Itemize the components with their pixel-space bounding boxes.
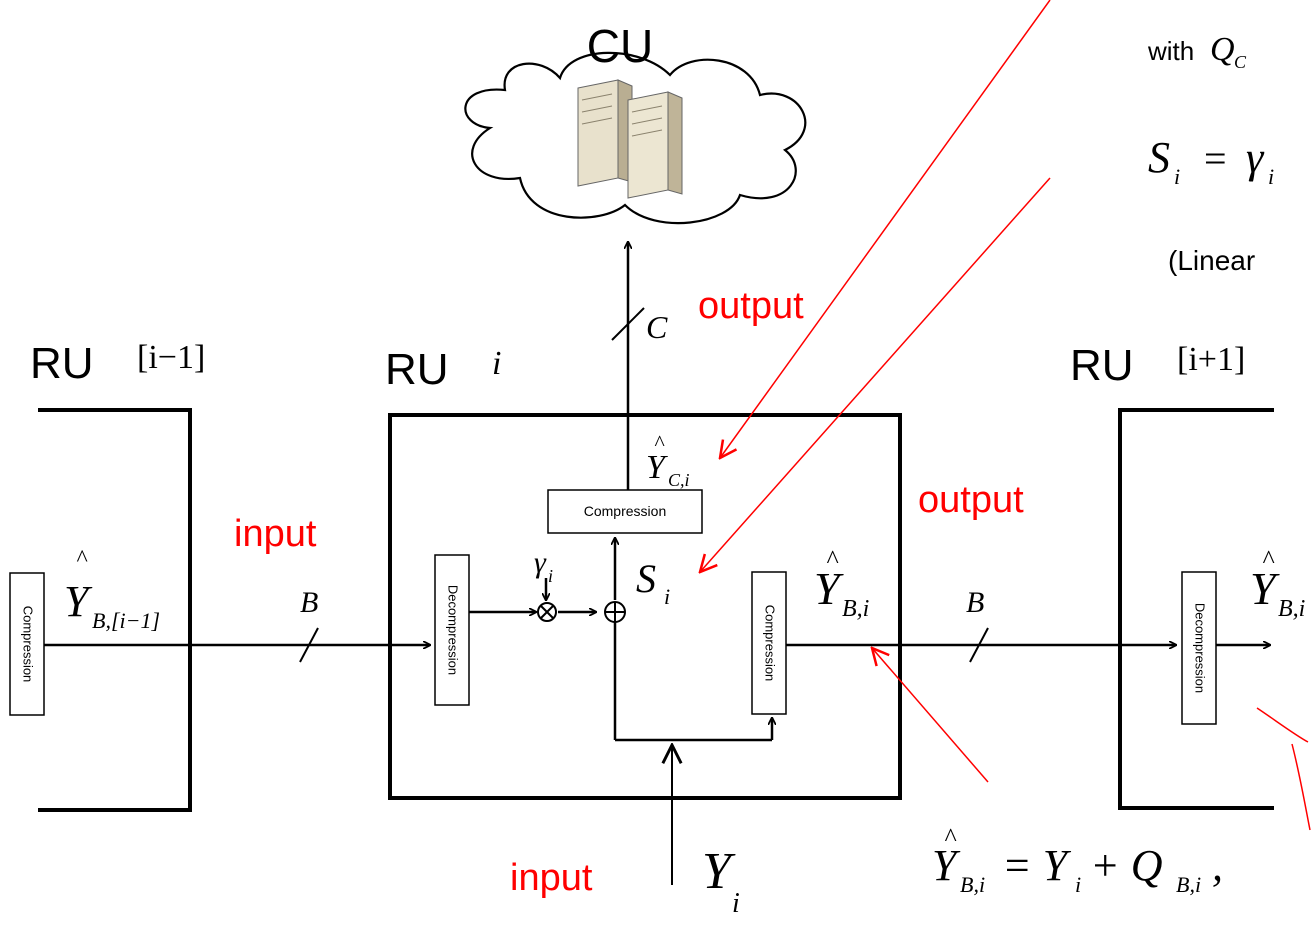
svg-text:i: i [732, 888, 740, 919]
ru-right-index: [i+1] [1177, 341, 1245, 378]
output-top-label: output [698, 285, 804, 327]
svg-text:B,[i−1]: B,[i−1] [92, 608, 160, 633]
left-link-capacity: B [300, 586, 318, 619]
svg-text:^: ^ [826, 545, 839, 574]
server-icon [577, 79, 683, 199]
svg-text:γ: γ [1246, 133, 1265, 182]
signal-lines [44, 242, 1270, 742]
ru-center-index: i [492, 345, 501, 382]
signal-yb: ^ Y B,i [814, 545, 869, 622]
input-bottom-label: input [510, 857, 593, 899]
svg-text:S: S [636, 556, 656, 601]
svg-text:i: i [1174, 164, 1180, 189]
svg-text:B,i: B,i [1278, 596, 1305, 622]
pointer-s-arrow [700, 177, 1051, 572]
compression-right-label: Compression [763, 605, 778, 682]
svg-text:,: , [1212, 841, 1223, 890]
svg-text:Y: Y [1250, 563, 1280, 614]
svg-text:γ: γ [534, 546, 547, 579]
svg-text:i: i [1075, 872, 1081, 897]
multiplier-icon [537, 602, 557, 622]
svg-text:^: ^ [654, 430, 665, 455]
adder-icon [604, 601, 626, 623]
svg-text:Y: Y [702, 843, 736, 900]
compression-top-label: Compression [584, 503, 666, 519]
signal-yb-next: ^ Y B,i [1250, 545, 1305, 622]
signal-s: S i [636, 556, 670, 609]
signal-yb-prev: ^ Y B,[i−1] [64, 546, 160, 633]
ru-center-frame [388, 413, 902, 800]
svg-text:B,i: B,i [1176, 872, 1201, 897]
cu-title: CU [587, 20, 653, 72]
annotation-linear: (Linear [1168, 245, 1255, 276]
cu-link-capacity: C [646, 309, 668, 345]
svg-text:B,i: B,i [960, 872, 985, 897]
ru-right-decompression-label: Decompression [1193, 603, 1208, 693]
svg-text:Q: Q [1210, 31, 1235, 68]
svg-text:+ Q: + Q [1090, 841, 1162, 890]
left-link-slash [299, 627, 319, 663]
svg-text:Y: Y [814, 563, 844, 614]
equation-yb: ^ Y B,i = Y i + Q B,i , [932, 823, 1223, 897]
ru-left-label: RU [30, 339, 94, 388]
svg-text:= Y: = Y [1002, 841, 1072, 890]
ru-right-decompression-block [1181, 571, 1217, 725]
svg-text:B,i: B,i [842, 596, 869, 622]
svg-text:i: i [548, 566, 553, 586]
svg-text:S: S [1148, 133, 1170, 182]
signal-y-in: Y i [702, 843, 740, 919]
svg-text:^: ^ [76, 546, 88, 572]
signal-gamma: γ i [534, 546, 553, 586]
svg-text:^: ^ [944, 823, 957, 852]
svg-text:C: C [1234, 52, 1247, 72]
svg-text:with: with [1147, 36, 1194, 66]
decompression-label: Decompression [446, 585, 461, 675]
ru-left-frame [38, 408, 192, 812]
cu-link-slash [611, 307, 645, 341]
ru-center-label: RU [385, 345, 449, 394]
compression-right-block [751, 571, 787, 715]
callout-bubble-edge [1256, 707, 1311, 831]
ru-left-compression-label: Compression [21, 606, 36, 683]
svg-text:^: ^ [1262, 545, 1275, 574]
pointer-yc-arrow [720, 0, 1051, 458]
svg-text:i: i [1268, 164, 1274, 189]
svg-text:=: = [1204, 136, 1227, 181]
svg-text:i: i [664, 584, 670, 609]
ru-left-index: [i−1] [137, 339, 205, 376]
annotation-s-equation: S i = γ i [1148, 133, 1274, 189]
compression-top-block [547, 489, 703, 534]
ru-right-label: RU [1070, 341, 1134, 390]
ru-right-frame [1118, 408, 1274, 810]
right-link-capacity: B [966, 586, 984, 619]
svg-text:Y: Y [64, 577, 93, 626]
output-right-label: output [918, 479, 1024, 521]
svg-text:C,i: C,i [668, 470, 690, 490]
signal-yc: ^ Y C,i [646, 430, 690, 490]
right-link-slash [969, 627, 989, 663]
pointer-yb-arrow [872, 648, 989, 783]
svg-text:Y: Y [932, 841, 961, 890]
input-left-label: input [234, 513, 317, 555]
annotation-quantization: with Q C [1147, 31, 1247, 72]
decompression-block [434, 554, 470, 706]
svg-text:Y: Y [646, 449, 668, 486]
